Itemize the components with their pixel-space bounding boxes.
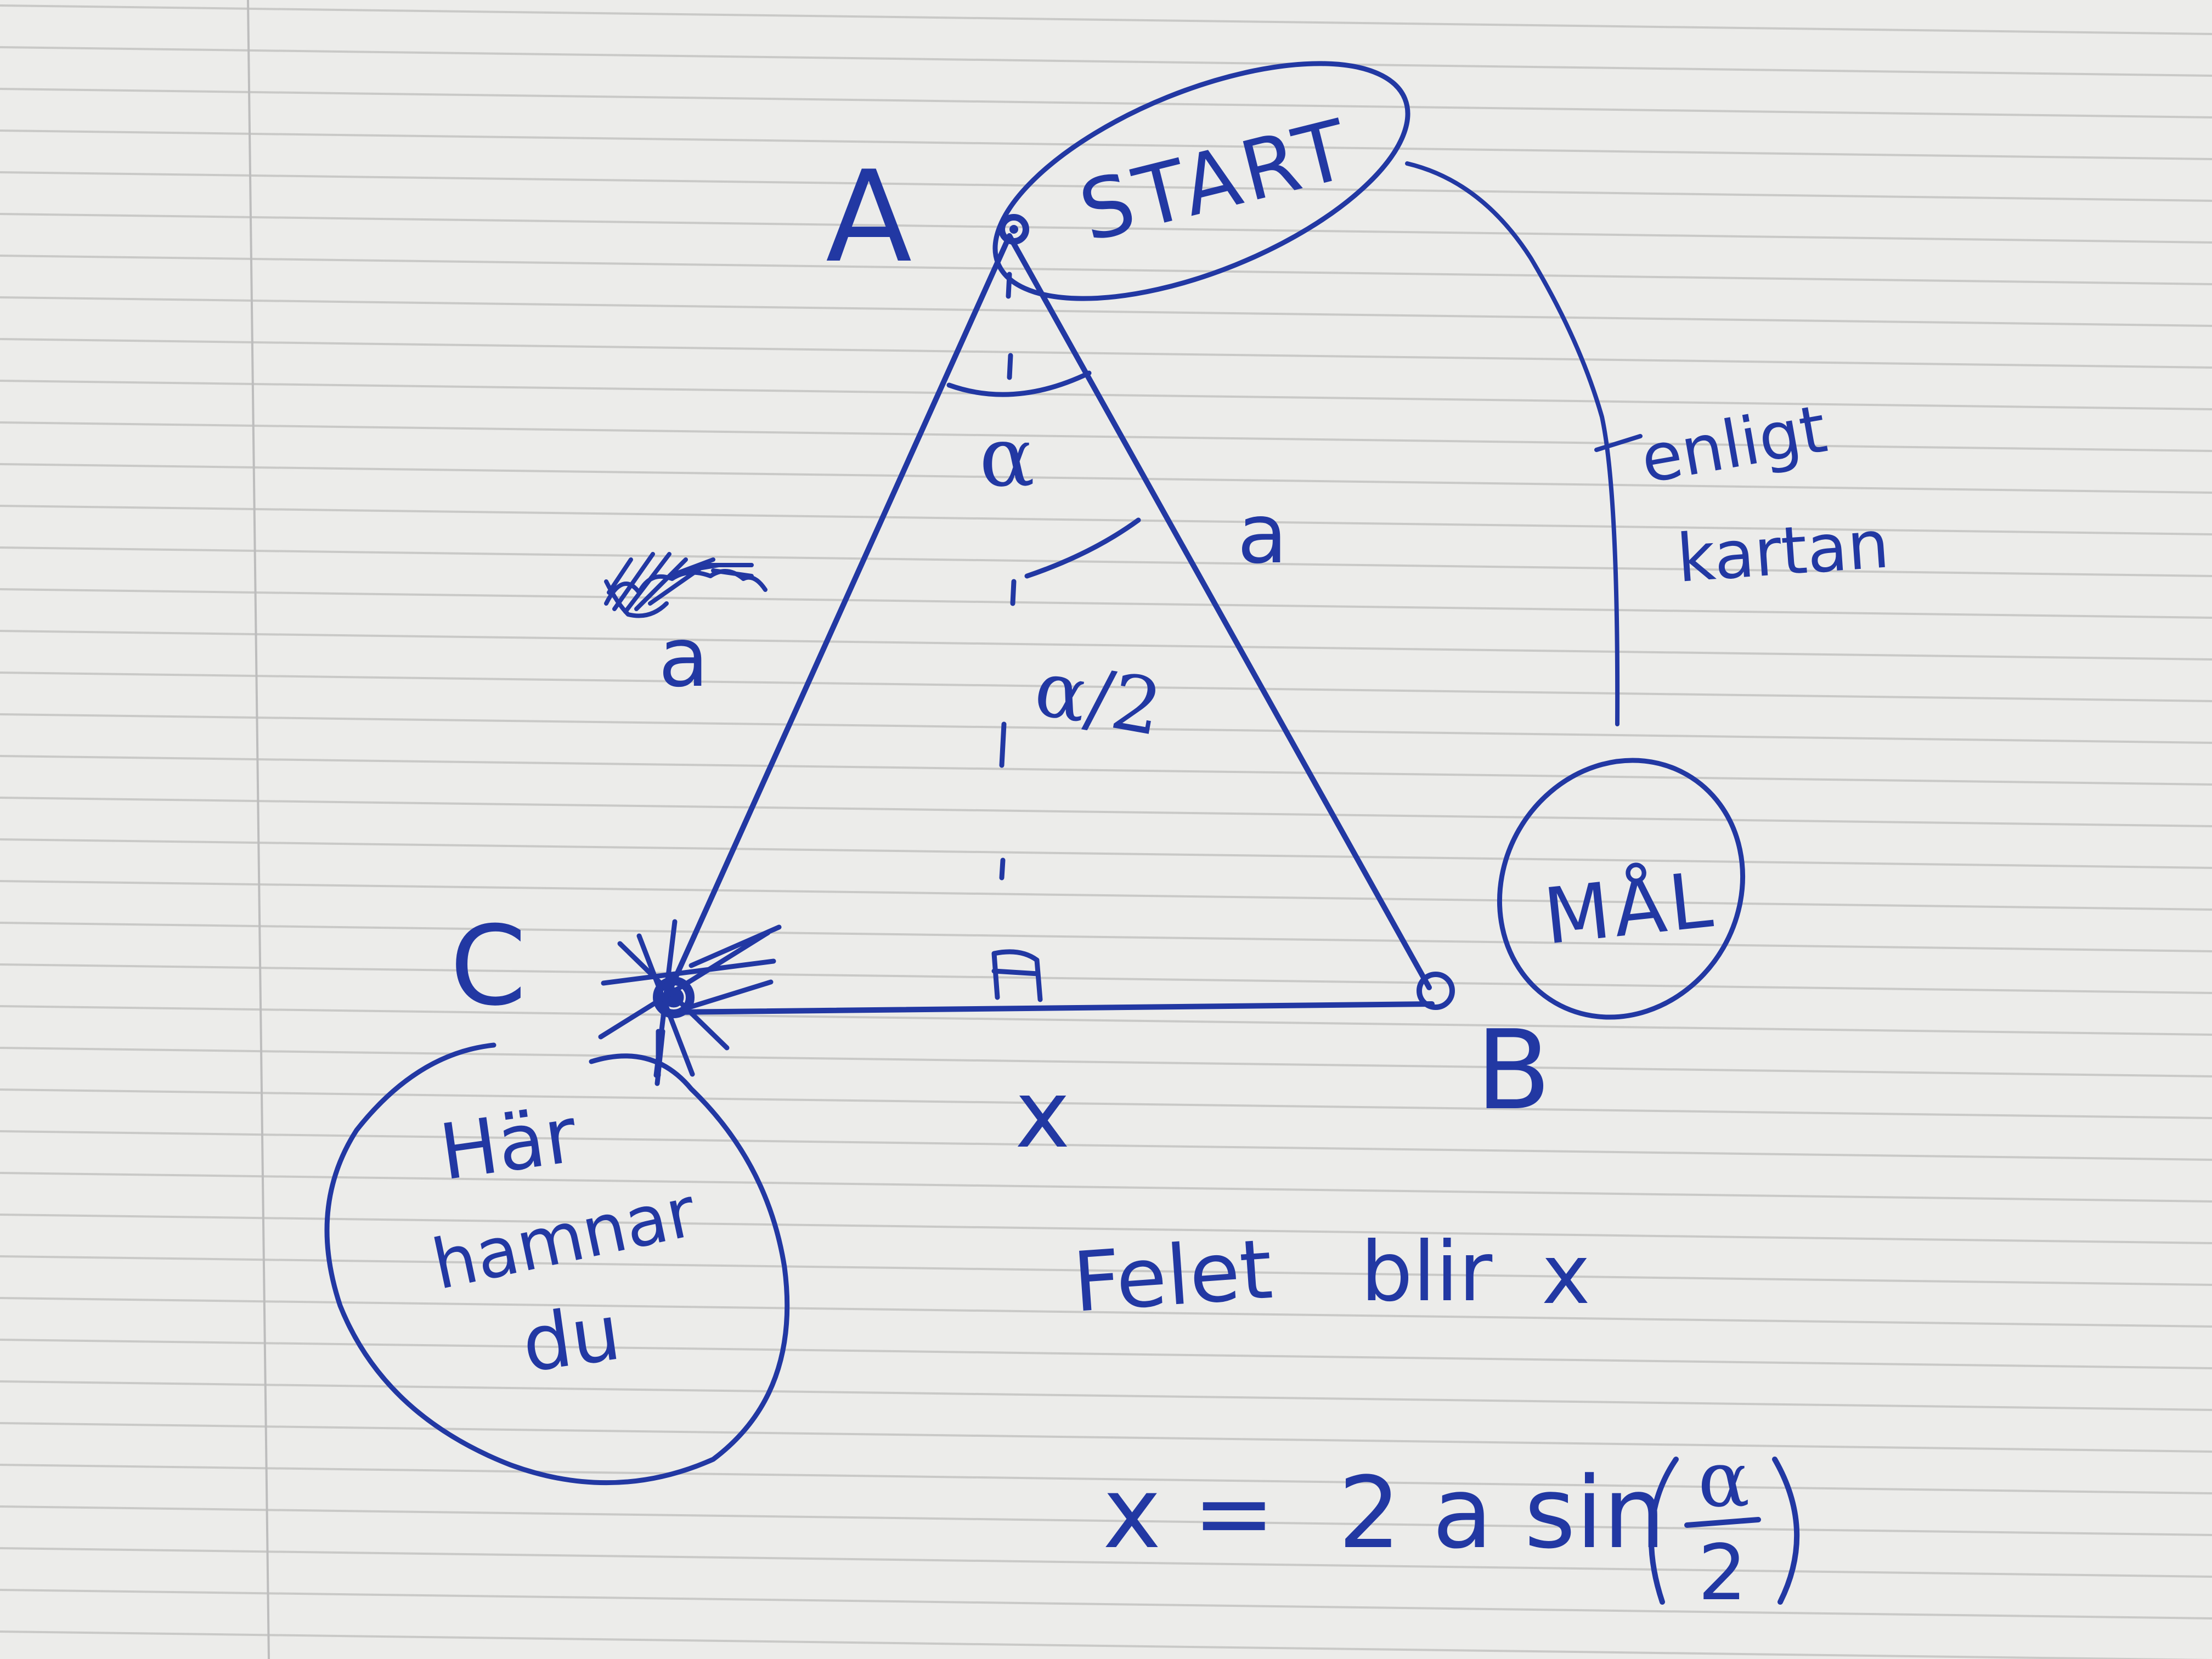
- vertex-b-point: [1417, 972, 1455, 1010]
- ruled-line: [0, 4, 2212, 35]
- ruled-line: [0, 1047, 2212, 1077]
- label-base-x: x: [1015, 1060, 1070, 1169]
- ruled-line: [0, 1172, 2212, 1203]
- label-vertex-c: C: [450, 902, 527, 1030]
- ruled-line: [0, 1422, 2212, 1453]
- route-curve: [1405, 161, 1620, 726]
- ruled-line: [0, 797, 2212, 827]
- label-alpha: α: [979, 410, 1035, 505]
- formula: x = 2 a sin: [1103, 1456, 1666, 1571]
- ruled-line: [0, 1130, 2212, 1161]
- formula-paren-left: [1649, 1457, 1679, 1605]
- felet-variable: x: [1542, 1227, 1590, 1323]
- goal-bubble: [1497, 758, 1746, 1020]
- vertex-a-point: [998, 214, 1029, 245]
- side-ab: [1007, 233, 1432, 990]
- side-ac: [664, 233, 1012, 1000]
- angle-arc-alpha: [946, 370, 1092, 397]
- ruled-line: [0, 380, 2212, 410]
- ruled-line: [0, 1464, 2212, 1494]
- ruled-line: [0, 880, 2212, 911]
- result-bubble: [324, 1029, 790, 1486]
- label-du: du: [517, 1288, 626, 1390]
- label-kartan: kartan: [1674, 506, 1892, 597]
- label-side-left: a: [658, 610, 709, 706]
- triangle: [664, 233, 1435, 1015]
- ruled-line: [0, 1088, 2212, 1119]
- ruled-lines: [0, 4, 2212, 1659]
- margin-line: [247, 0, 270, 1659]
- ruled-line: [0, 713, 2212, 744]
- felet-word: Felet: [1070, 1222, 1275, 1331]
- blir-word: blir: [1361, 1224, 1493, 1320]
- ruled-line: [0, 1339, 2212, 1369]
- ruled-line: [0, 338, 2212, 369]
- formula-fraction-bar: [1684, 1517, 1761, 1528]
- ruled-line: [0, 255, 2212, 285]
- ruled-line: [0, 1297, 2212, 1328]
- ruled-line: [0, 421, 2212, 452]
- label-har: Här: [435, 1091, 582, 1198]
- label-side-right: a: [1237, 487, 1288, 582]
- route-tick: [1594, 434, 1643, 452]
- ruled-line: [0, 46, 2212, 77]
- ruled-line: [0, 1589, 2212, 1620]
- ruled-line: [0, 755, 2212, 786]
- ruled-line: [0, 463, 2212, 494]
- label-goal: MÅL: [1539, 854, 1719, 962]
- start-bubble: [992, 61, 1410, 301]
- ruled-line: [0, 922, 2212, 952]
- formula-numerator: α: [1698, 1435, 1750, 1525]
- ruled-line: [0, 588, 2212, 619]
- ruled-line: [0, 963, 2212, 994]
- label-alpha-half: α/2: [1028, 644, 1169, 754]
- label-vertex-a: A: [826, 144, 912, 291]
- formula-paren-right: [1772, 1457, 1800, 1605]
- ruled-line: [0, 1380, 2212, 1411]
- ruled-line: [0, 838, 2212, 869]
- ruled-line: [0, 1255, 2212, 1286]
- ruled-line: [0, 630, 2212, 661]
- ruled-line: [0, 1505, 2212, 1536]
- ruled-line: [0, 1214, 2212, 1244]
- angle-arc-alpha-half: [1024, 517, 1141, 579]
- scribble-icon: [604, 552, 768, 618]
- ruled-line: [0, 672, 2212, 702]
- right-angle-icon: [991, 949, 1043, 1002]
- side-cb: [669, 1001, 1435, 1015]
- ruled-line: [0, 213, 2212, 244]
- ruled-line: [0, 1547, 2212, 1578]
- ruled-line: [0, 505, 2212, 535]
- ruled-line: [0, 129, 2212, 160]
- ruled-line: [0, 88, 2212, 119]
- formula-denominator: 2: [1698, 1528, 1747, 1618]
- ruled-line: [0, 1630, 2212, 1659]
- ruled-line: [0, 296, 2212, 327]
- ruled-line: [0, 546, 2212, 577]
- ruled-line: [0, 1005, 2212, 1036]
- label-vertex-b: B: [1476, 1007, 1551, 1135]
- ruled-line: [0, 171, 2212, 202]
